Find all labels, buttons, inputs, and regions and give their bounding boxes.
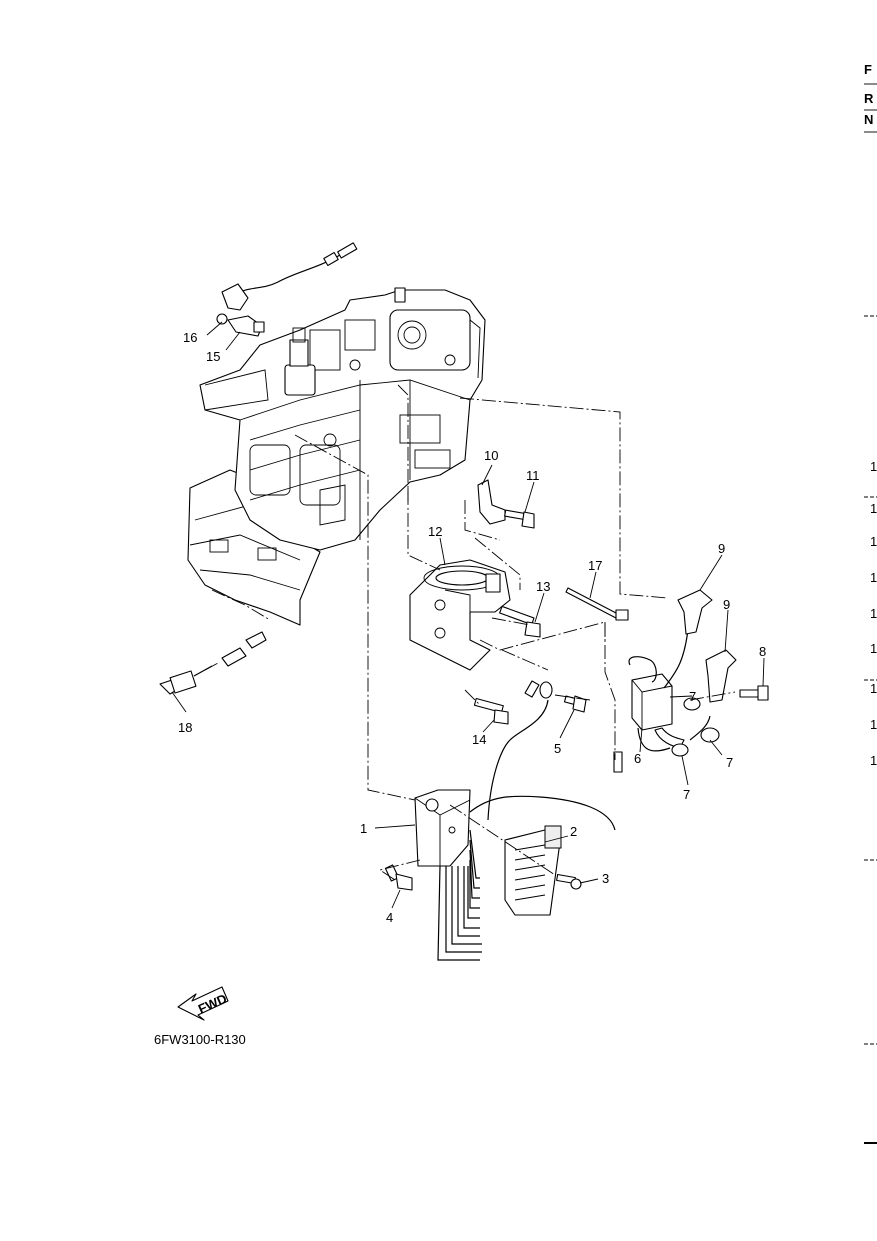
edge-letter-f: F bbox=[864, 62, 872, 77]
clamp-bracket bbox=[477, 479, 506, 525]
callout-7b: 7 bbox=[726, 755, 733, 770]
sensor-18 bbox=[159, 631, 267, 695]
callout-13: 13 bbox=[536, 579, 550, 594]
callout-14: 14 bbox=[472, 732, 486, 747]
callout-1: 1 bbox=[360, 821, 367, 836]
callout-17: 17 bbox=[588, 558, 602, 573]
grommet-a bbox=[671, 743, 689, 757]
bolt-5 bbox=[563, 695, 587, 713]
grommet-c bbox=[683, 697, 701, 711]
callout-2: 2 bbox=[570, 824, 577, 839]
callout-7c: 7 bbox=[683, 787, 690, 802]
plug-cap-upper bbox=[663, 589, 713, 689]
bolt-14 bbox=[473, 697, 509, 725]
bolt-8 bbox=[739, 685, 769, 701]
screw-3 bbox=[556, 873, 582, 890]
callout-12: 12 bbox=[428, 524, 442, 539]
edge-num-9: 1 bbox=[870, 753, 877, 768]
plug-cap-lower bbox=[689, 649, 737, 741]
bolt-4 bbox=[384, 864, 413, 891]
edge-num-1: 1 bbox=[870, 459, 877, 474]
callout-8: 8 bbox=[759, 644, 766, 659]
edge-num-5: 1 bbox=[870, 606, 877, 621]
callout-16: 16 bbox=[183, 330, 197, 345]
cable-tie bbox=[565, 587, 629, 621]
callout-3: 3 bbox=[602, 871, 609, 886]
callout-9b: 9 bbox=[723, 597, 730, 612]
callout-5: 5 bbox=[554, 741, 561, 756]
callout-18: 18 bbox=[178, 720, 192, 735]
edge-num-8: 1 bbox=[870, 717, 877, 732]
callout-10: 10 bbox=[484, 448, 498, 463]
edge-letter-r: R bbox=[864, 91, 874, 106]
callout-6: 6 bbox=[634, 751, 641, 766]
bolt-13 bbox=[499, 605, 541, 638]
callout-15: 15 bbox=[206, 349, 220, 364]
callout-7a: 7 bbox=[689, 689, 696, 704]
terminal-block bbox=[504, 825, 562, 916]
diagram-code: 6FW3100-R130 bbox=[154, 1032, 246, 1047]
grommet-b bbox=[700, 727, 720, 743]
engine-block bbox=[187, 287, 486, 626]
edge-num-3: 1 bbox=[870, 534, 877, 549]
stator-bracket bbox=[409, 559, 511, 671]
edge-num-6: 1 bbox=[870, 641, 877, 656]
fwd-arrow-icon bbox=[177, 986, 229, 1021]
callout-11: 11 bbox=[526, 468, 540, 483]
edge-num-2: 1 bbox=[870, 501, 877, 516]
leader-lines bbox=[171, 321, 765, 909]
ignition-coil bbox=[613, 656, 685, 773]
edge-letter-n: N bbox=[864, 112, 873, 127]
fwd-label: FWD bbox=[196, 991, 229, 1017]
edge-num-4: 1 bbox=[870, 570, 877, 585]
bolt-11 bbox=[504, 509, 535, 529]
assembly-lines bbox=[204, 384, 736, 881]
temperature-sensor-lead bbox=[216, 242, 358, 325]
ground-lead bbox=[487, 680, 553, 821]
callout-9a: 9 bbox=[718, 541, 725, 556]
thermo-switch bbox=[227, 315, 265, 337]
callout-4: 4 bbox=[386, 910, 393, 925]
edge-num-7: 1 bbox=[870, 681, 877, 696]
right-edge: F R N 1 1 1 1 1 1 1 1 1 bbox=[864, 62, 877, 1144]
